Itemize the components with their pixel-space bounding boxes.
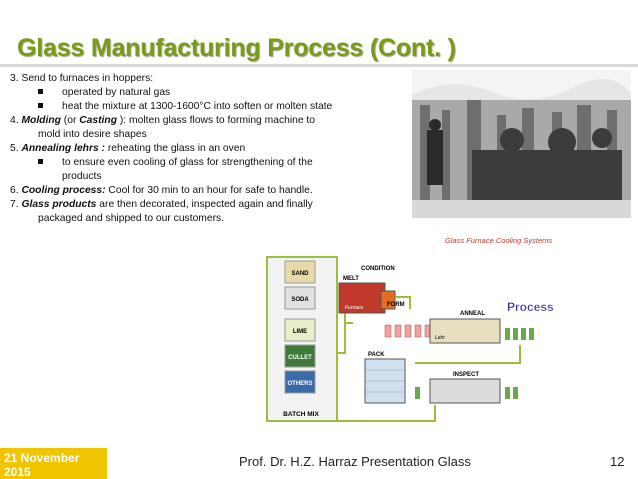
svg-text:LIME: LIME bbox=[293, 329, 307, 335]
form-label: FORM bbox=[387, 302, 405, 308]
title-divider bbox=[0, 64, 638, 67]
svg-text:OTHERS: OTHERS bbox=[287, 381, 312, 387]
bullet-icon bbox=[10, 86, 62, 100]
page-number: 12 bbox=[610, 454, 625, 469]
step-4-cont: mold into desire shapes bbox=[38, 129, 147, 140]
step-7-cont: packaged and shipped to our customers. bbox=[38, 213, 225, 224]
bullet-icon bbox=[10, 156, 62, 170]
step-3-bullet-2: heat the mixture at 1300-1600°C into sof… bbox=[10, 100, 405, 114]
step-3: 3. Send to furnaces in hoppers: bbox=[10, 73, 154, 84]
bin-sand: SAND bbox=[284, 260, 316, 284]
svg-text:CULLET: CULLET bbox=[288, 355, 312, 361]
process-label: Process bbox=[507, 300, 554, 314]
svg-text:SAND: SAND bbox=[291, 271, 309, 277]
bullet-icon bbox=[10, 100, 62, 114]
footer-presenter: Prof. Dr. H.Z. Harraz Presentation Glass bbox=[239, 454, 471, 469]
furnace-label: Furnace bbox=[345, 305, 364, 311]
condition-label: CONDITION bbox=[361, 266, 395, 272]
step-4: 4. Molding (or Casting ): molten glass f… bbox=[10, 115, 316, 126]
bin-lime: LIME bbox=[284, 318, 316, 342]
glass-furnace-photo bbox=[412, 70, 631, 218]
slide-title: Glass Manufacturing Process (Cont. ) bbox=[17, 34, 456, 62]
anneal-label: ANNEAL bbox=[460, 311, 485, 317]
glass-process-diagram: SAND SODA LIME CULLET OTHERS BATCH MIX M… bbox=[265, 253, 595, 427]
step-7: 7. Glass products are then decorated, in… bbox=[10, 199, 313, 210]
step-5-bullet-1: to ensure even cooling of glass for stre… bbox=[10, 156, 405, 170]
bin-others: OTHERS bbox=[284, 370, 316, 394]
step-5-bullet-cont: products bbox=[62, 171, 102, 182]
lehr-label: Lehr bbox=[435, 335, 445, 341]
inspect-label: INSPECT bbox=[453, 372, 479, 378]
bin-cullet: CULLET bbox=[284, 344, 316, 368]
batch-mix-label: BATCH MIX bbox=[283, 411, 319, 418]
svg-text:SODA: SODA bbox=[291, 297, 309, 303]
photo-caption: Glass Furnace Cooling Systems bbox=[445, 236, 553, 245]
process-steps: 3. Send to furnaces in hoppers: operated… bbox=[10, 72, 405, 226]
pack-label: PACK bbox=[368, 352, 385, 358]
bin-soda: SODA bbox=[284, 286, 316, 310]
step-6: 6. Cooling process: Cool for 30 min to a… bbox=[10, 185, 313, 196]
step-3-bullet-1: operated by natural gas bbox=[10, 86, 405, 100]
footer-date: 21 November 2015 bbox=[0, 448, 107, 479]
step-5: 5. Annealing lehrs : reheating the glass… bbox=[10, 143, 246, 154]
melt-label: MELT bbox=[343, 276, 359, 282]
